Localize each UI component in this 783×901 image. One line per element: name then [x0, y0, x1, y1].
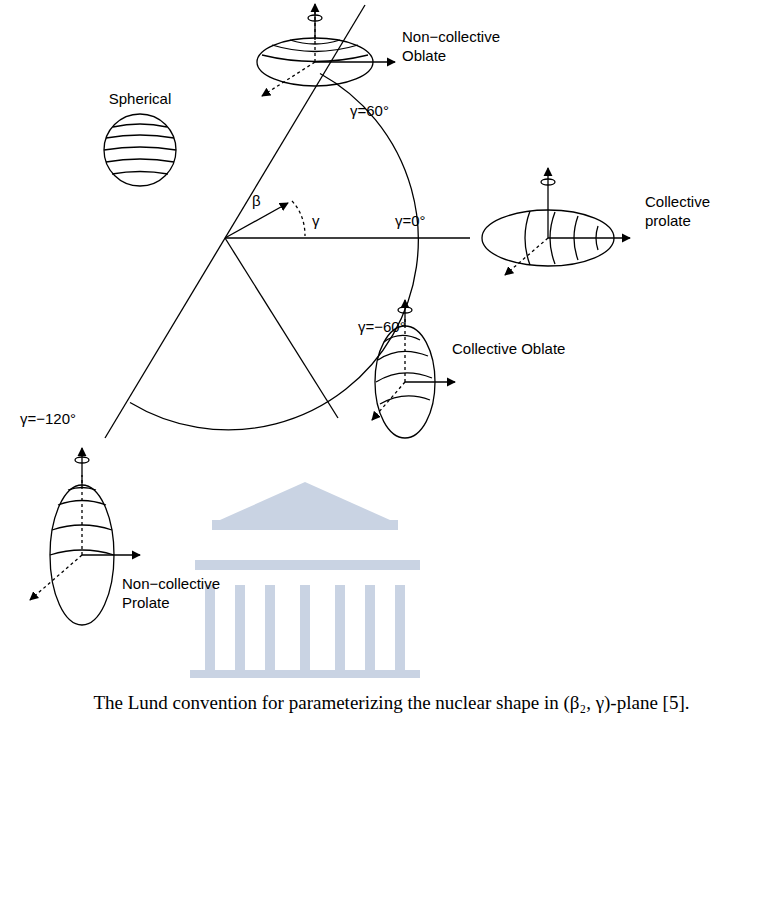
shape-label: Non−collective Prolate [122, 575, 242, 613]
watermark [190, 482, 420, 678]
shape-label: Collective prolate [645, 193, 740, 231]
shape-label: Spherical [109, 90, 172, 109]
angle-label: γ=0° [395, 212, 426, 231]
axis-symbol: γ [312, 212, 332, 231]
axis-symbol: β [252, 192, 272, 211]
angle-label: γ=−60° [358, 318, 406, 337]
angle-label: γ=60° [350, 102, 389, 121]
shape-label: Collective Oblate [452, 340, 602, 359]
figure-caption: The Lund convention for parameterizing t… [20, 690, 763, 716]
shape-label: Non−collective Oblate [402, 28, 522, 66]
angle-label: γ=−120° [20, 410, 110, 429]
